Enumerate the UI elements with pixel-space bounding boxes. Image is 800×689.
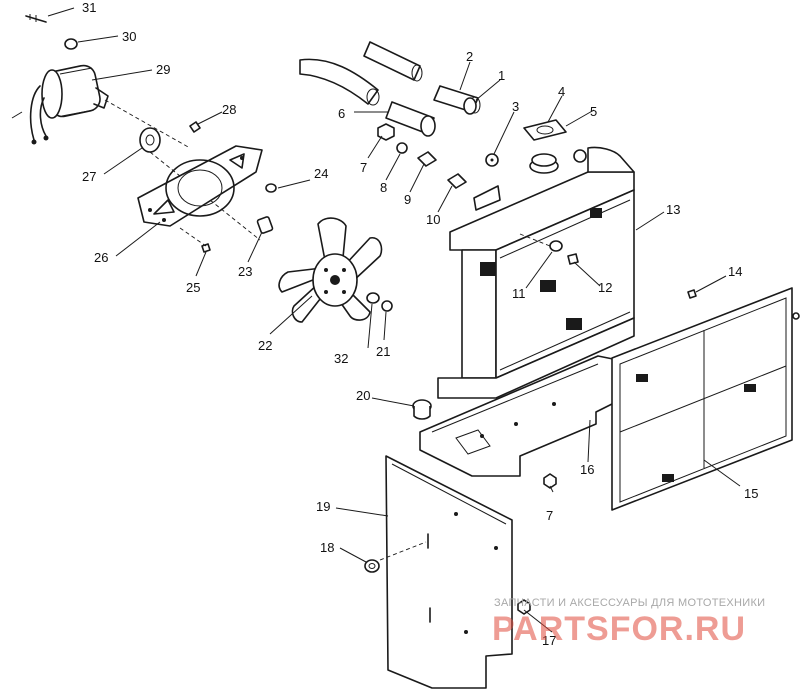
callout-27: 27 — [82, 169, 96, 184]
callout-16: 16 — [580, 462, 594, 477]
callout-22: 22 — [258, 338, 272, 353]
callout-11: 11 — [512, 286, 526, 301]
screw-14 — [687, 289, 697, 299]
rubber-mount-20 — [412, 399, 432, 420]
callout-4: 4 — [558, 84, 565, 99]
callout-6: 6 — [338, 106, 345, 121]
fan-shroud — [137, 145, 263, 227]
callout-3: 3 — [512, 99, 519, 114]
washer-18 — [364, 559, 380, 573]
screw-31 — [25, 14, 47, 23]
gasket-4 — [523, 119, 567, 141]
upper-hose — [299, 58, 380, 106]
nut-21 — [381, 300, 393, 312]
callout-32: 32 — [334, 351, 348, 366]
callout-26: 26 — [94, 250, 108, 265]
callout-20: 20 — [356, 388, 370, 403]
bushing-27 — [139, 127, 161, 153]
screw-25 — [201, 243, 211, 253]
callout-1: 1 — [498, 68, 505, 83]
screw-12 — [567, 253, 579, 265]
bolt-11 — [549, 240, 563, 252]
nut-30 — [64, 38, 78, 50]
callout-29: 29 — [156, 62, 170, 77]
radiator-screen — [611, 287, 800, 511]
nut-24 — [265, 183, 277, 193]
callout-17: 17 — [542, 633, 556, 648]
callout-30: 30 — [122, 29, 136, 44]
washer-32 — [366, 292, 380, 304]
callout-labels: 31 30 29 28 27 26 25 24 23 22 32 21 20 1… — [82, 0, 758, 648]
callout-24: 24 — [314, 166, 328, 181]
callout-19: 19 — [316, 499, 330, 514]
lower-hose — [363, 41, 423, 82]
clamp-1 — [463, 97, 477, 115]
callout-15: 15 — [744, 486, 758, 501]
callout-14: 14 — [728, 264, 742, 279]
radiator — [437, 146, 635, 399]
callout-25: 25 — [186, 280, 200, 295]
fan-blade — [278, 217, 383, 323]
callout-9: 9 — [404, 192, 411, 207]
spacer-23 — [256, 216, 274, 234]
callout-10: 10 — [426, 212, 440, 227]
leader-lines — [47, 7, 741, 633]
callout-12: 12 — [598, 280, 612, 295]
callout-21: 21 — [376, 344, 390, 359]
callout-13: 13 — [666, 202, 680, 217]
callout-7-upper: 7 — [360, 160, 367, 175]
fan-motor — [11, 64, 109, 145]
callout-18: 18 — [320, 540, 334, 555]
bolt-7-lower — [543, 473, 557, 489]
screw-28 — [189, 121, 201, 133]
callout-23: 23 — [238, 264, 252, 279]
callout-5: 5 — [590, 104, 597, 119]
hose-clamp-3 — [485, 153, 499, 167]
callout-2: 2 — [466, 49, 473, 64]
watermark-tagline: ЗАПЧАСТИ И АКСЕССУАРЫ ДЛЯ МОТОТЕХНИКИ — [494, 597, 765, 609]
side-panel — [385, 455, 513, 689]
washer-8 — [396, 142, 408, 154]
radiator-cap-5 — [529, 153, 559, 174]
watermark-brand: PARTSFOR.RU — [492, 610, 746, 648]
grommet-9 — [417, 151, 437, 167]
nut-17 — [517, 599, 531, 615]
watermark: ЗАПЧАСТИ И АКСЕССУАРЫ ДЛЯ МОТОТЕХНИКИ PA… — [492, 597, 765, 648]
callout-31: 31 — [82, 0, 96, 15]
callout-28: 28 — [222, 102, 236, 117]
callout-7-lower: 7 — [546, 508, 553, 523]
callout-8: 8 — [380, 180, 387, 195]
spacer-10 — [447, 173, 467, 189]
hose-6 — [385, 101, 436, 137]
